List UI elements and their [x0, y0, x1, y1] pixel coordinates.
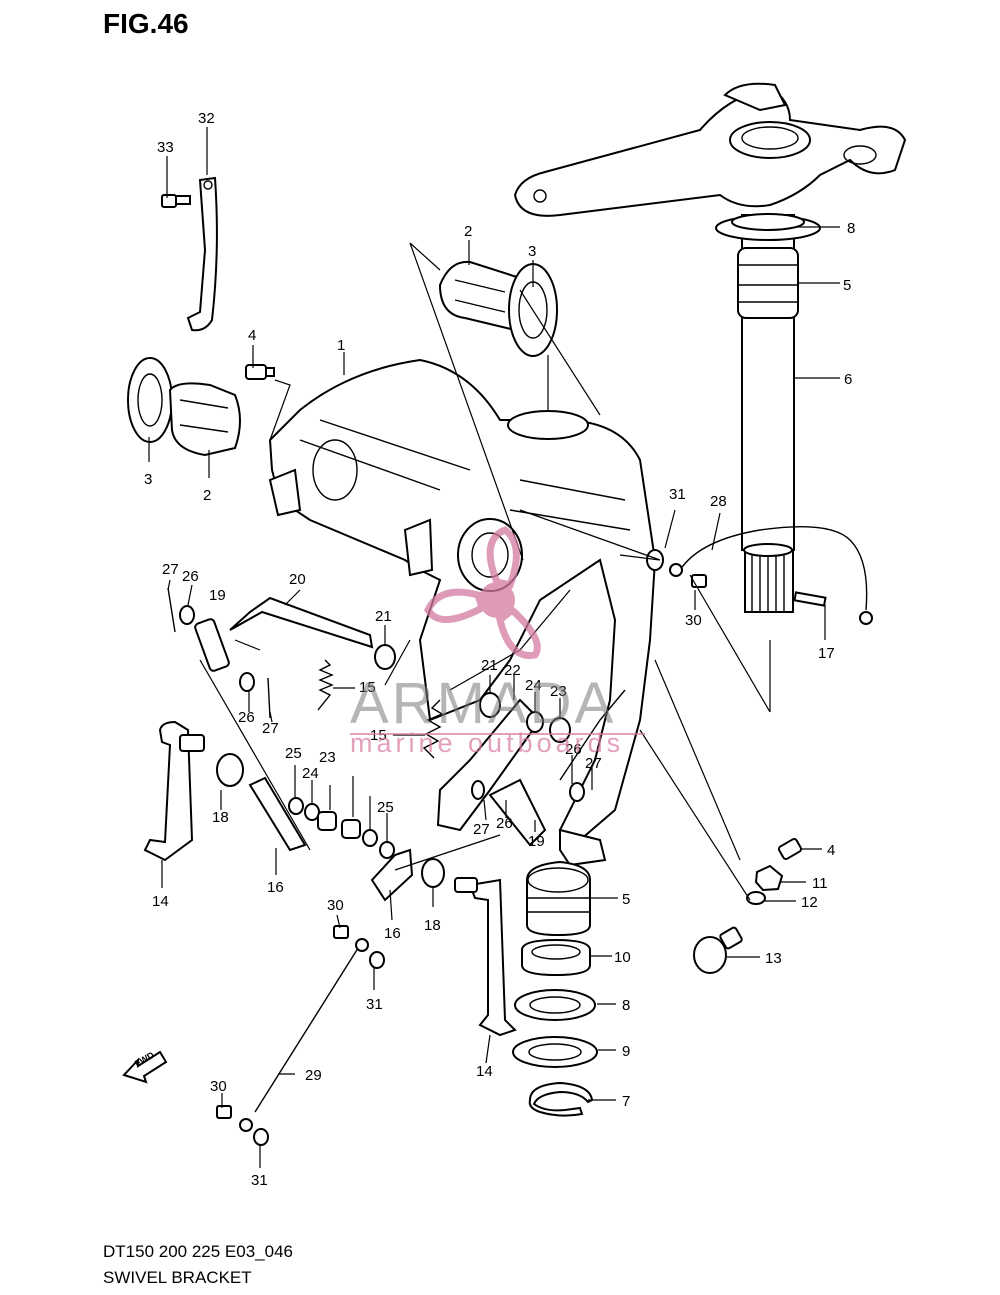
fwd-arrow: FWD: [122, 1050, 168, 1084]
callout-2-upper: 2: [464, 223, 472, 240]
callout-24-right: 24: [525, 677, 542, 694]
propeller-logo: [424, 526, 541, 660]
callout-24-left: 24: [302, 765, 319, 782]
lower-bushing-stack: [512, 860, 598, 1117]
return-spring-left: [317, 659, 334, 711]
callout-27-left: 27: [262, 720, 279, 737]
callout-19-left: 19: [209, 587, 226, 604]
lever-shaft: [167, 587, 374, 719]
tilt-lock-lever-right: [454, 877, 517, 1037]
callout-16-left: 16: [267, 879, 284, 896]
figure-title: FIG.46: [103, 8, 189, 39]
callout-5-upper: 5: [843, 277, 851, 294]
callout-27-center: 27: [473, 821, 490, 838]
steering-arm: [513, 82, 907, 217]
callout-8-lower: 8: [622, 997, 630, 1014]
callout-7: 7: [622, 1093, 630, 1110]
callout-numbers: 1 2 2 3 3 4 4 5 5 6 7 8 8 9 10 11 12 13 …: [144, 110, 855, 1189]
ground-lead-lower: [216, 925, 385, 1146]
watermark-brand: ARMADA: [350, 671, 617, 736]
callout-25-right: 25: [377, 799, 394, 816]
callout-2-left: 2: [203, 487, 211, 504]
callout-6: 6: [844, 371, 852, 388]
callout-5-lower: 5: [622, 891, 630, 908]
callout-15-left: 15: [359, 679, 376, 696]
lower-right-fasteners: [693, 838, 803, 974]
callout-31-lower: 31: [251, 1172, 268, 1189]
callout-23-left: 23: [319, 749, 336, 766]
callout-10: 10: [614, 949, 631, 966]
callout-27-upper: 27: [162, 561, 179, 578]
section-name: SWIVEL BRACKET: [103, 1268, 252, 1287]
callout-19-center: 19: [528, 833, 545, 850]
callout-30-upper: 30: [685, 612, 702, 629]
callout-26-left: 26: [238, 709, 255, 726]
callout-11: 11: [812, 875, 828, 892]
watermark-divider: [350, 733, 645, 735]
callout-3-left: 3: [144, 471, 152, 488]
callout-25-left: 25: [285, 745, 302, 762]
callout-14-center: 14: [476, 1063, 493, 1080]
callout-30-center: 30: [327, 897, 344, 914]
parts-stack-left: [216, 753, 395, 859]
grease-nipple-upper: [245, 364, 275, 380]
callout-1: 1: [337, 337, 345, 354]
callout-29: 29: [305, 1067, 322, 1084]
callout-31-upper: 31: [669, 486, 686, 503]
callout-27-right: 27: [585, 755, 602, 772]
parts-stack-center: [370, 848, 445, 902]
callout-31-center: 31: [366, 996, 383, 1013]
callout-23-right: 23: [550, 683, 567, 700]
callout-26-center: 26: [496, 815, 513, 832]
callout-30-lower: 30: [210, 1078, 227, 1095]
return-spring-right: [422, 699, 444, 759]
model-code: DT150 200 225 E03_046: [103, 1242, 293, 1261]
callout-20: 20: [289, 571, 306, 588]
watermark-tagline: marine outboards: [350, 728, 625, 758]
callout-3-upper: 3: [528, 243, 536, 260]
callout-8-upper: 8: [847, 220, 855, 237]
callout-33: 33: [157, 139, 174, 156]
callout-18-center: 18: [424, 917, 441, 934]
swivel-bracket-body: [268, 358, 657, 867]
callout-17: 17: [818, 645, 835, 662]
callout-4-upper: 4: [248, 327, 256, 344]
assembly-guide-lines: [199, 242, 771, 901]
bushing-left: [168, 382, 241, 457]
callout-32: 32: [198, 110, 215, 127]
callout-28: 28: [710, 493, 727, 510]
callout-14-left: 14: [152, 893, 169, 910]
washer-left: [127, 357, 173, 443]
callout-16-center: 16: [384, 925, 401, 942]
callout-21-left: 21: [375, 608, 392, 625]
callout-18-left: 18: [212, 809, 229, 826]
leader-lines: [148, 127, 840, 1168]
hinge-plate: [161, 176, 218, 332]
callout-15-center: 15: [370, 727, 387, 744]
callout-9: 9: [622, 1043, 630, 1060]
steering-shaft: [715, 213, 821, 613]
callout-21-center: 21: [481, 657, 498, 674]
callout-26-upper: 26: [182, 568, 199, 585]
callout-22: 22: [504, 662, 521, 679]
callout-4-lower: 4: [827, 842, 835, 859]
tilt-lock-lever-left: [143, 720, 205, 862]
callout-12: 12: [801, 894, 818, 911]
callout-13: 13: [765, 950, 782, 967]
callout-26-right: 26: [565, 741, 582, 758]
bushing-upper: [438, 260, 522, 332]
